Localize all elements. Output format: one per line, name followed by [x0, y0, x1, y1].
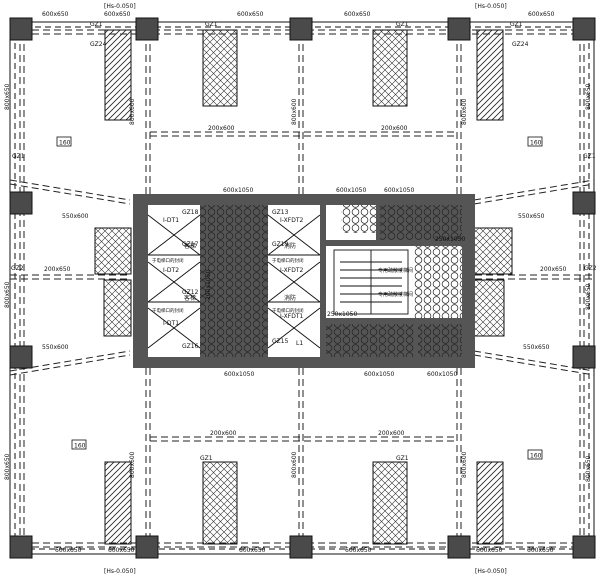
column-tag: GZ1 [200, 455, 213, 462]
column-tag: GZ24 [90, 41, 107, 48]
core-lines [147, 214, 409, 349]
hatched-walls [94, 29, 513, 545]
beam-label: 800x600 [129, 98, 136, 125]
column-tag: GZ1 [396, 21, 409, 28]
beam-label: 600x650 [344, 11, 371, 18]
structural-columns [9, 17, 596, 559]
column-tag: GZ1 [510, 21, 523, 28]
hs-marker-top-right: [Hs-0.050] [475, 3, 507, 10]
beam-label: 800x600 [129, 451, 136, 478]
beam-label: 800x600 [461, 451, 468, 478]
core-door-tag: I-XFDT1 [280, 313, 303, 320]
slab-tag: 160 [74, 443, 86, 450]
core-door-tag: I-XFDT2 [280, 217, 303, 224]
beam-label: 800x600 [461, 98, 468, 125]
beam-label: 600x650 [108, 547, 135, 554]
core-note: 于电梯口的封闭 [272, 307, 304, 314]
beam-label: 200x650 [540, 266, 567, 273]
core-note: 于电梯口的封闭 [152, 307, 184, 314]
hs-marker-bottom-left: [Hs-0.050] [104, 568, 136, 575]
beam-label: 600x1050 [224, 371, 254, 378]
beam-label: 800x650 [4, 281, 11, 308]
beam-label: 600x1050 [364, 371, 394, 378]
beam-label: 800x650 [585, 83, 592, 110]
column-tag: GZ1 [583, 153, 596, 160]
core-door-tag: I-DT1 [163, 217, 179, 224]
beam-label: 600x650 [476, 547, 503, 554]
beam-label: 250x1050 [435, 236, 465, 243]
beam-label: 550x650 [523, 344, 550, 351]
slab-tag: 160 [59, 140, 71, 147]
beam-label: 600x1050 [427, 371, 457, 378]
beam-label: 800x650 [4, 453, 11, 480]
beam-label: 800x650 [4, 83, 11, 110]
core-door-tag: I-DT2 [163, 267, 179, 274]
column-tag: GZ13 [272, 209, 289, 216]
stair-label: 专用疏散楼梯间 [378, 291, 413, 298]
column-tag: GZ2 [11, 265, 24, 272]
beam-label: 600x650 [528, 11, 555, 18]
column-tag: GZ1 [396, 455, 409, 462]
stair-label: 专用疏散楼梯间 [378, 267, 413, 274]
core-lift-label: 客梯 [184, 294, 196, 302]
core-lift-label: 消防 [284, 242, 296, 250]
column-tag: GZ12 [182, 289, 199, 296]
beam-label: 600x1050 [223, 187, 253, 194]
beam-label: 600x650 [237, 11, 264, 18]
beam-label: 200x1050 [205, 270, 212, 300]
beam-label: 200x600 [208, 125, 235, 132]
beam-label: 200x600 [210, 430, 237, 437]
beam-label: 200x600 [378, 430, 405, 437]
slab-tag-boxes [56, 136, 543, 460]
column-tag: GZ19 [272, 241, 289, 248]
column-tag: GZ1 [205, 21, 218, 28]
column-tag: GZ17 [182, 241, 199, 248]
column-tag: GZ16 [182, 343, 199, 350]
beam-label: 600x650 [239, 547, 266, 554]
column-tag: GZ24 [512, 41, 529, 48]
beam-label: 550x650 [518, 213, 545, 220]
beam-label: 800x600 [291, 451, 298, 478]
core-note: 于电梯口的封闭 [272, 257, 304, 264]
beam-label: 800x650 [585, 283, 592, 310]
beam-label: 200x650 [44, 266, 71, 273]
column-tag: GZ15 [272, 338, 289, 345]
beam-label: 600x1050 [384, 187, 414, 194]
core-door-tag: I-DT1 [163, 320, 179, 327]
beam-label: 600x650 [527, 547, 554, 554]
column-tag: GZ2 [584, 265, 597, 272]
hs-marker-bottom-right: [Hs-0.050] [475, 568, 507, 575]
beam-label: 600x650 [55, 547, 82, 554]
beam-label: 600x650 [42, 11, 69, 18]
slab-tag: 160 [530, 453, 542, 460]
core-lift-label: 客梯 [184, 242, 196, 250]
hs-marker-top-left: [Hs-0.050] [104, 3, 136, 10]
core-note: 于电梯口的封闭 [152, 257, 184, 264]
beam-label: 200x600 [381, 125, 408, 132]
beam-label: 600x650 [104, 11, 131, 18]
column-tag: GZ1 [12, 153, 25, 160]
beam-label: 600x1050 [336, 187, 366, 194]
core-door-tag: I-XFDT2 [280, 267, 303, 274]
beam-label: 800x650 [585, 455, 592, 482]
grid-beams [9, 22, 595, 554]
core-walls [133, 194, 475, 368]
column-tag: GZ1 [90, 21, 103, 28]
core-l1-label: L1 [296, 340, 303, 347]
column-tag: GZ18 [182, 209, 199, 216]
beam-label: 600x650 [345, 547, 372, 554]
beam-label: 250x1050 [327, 311, 357, 318]
slab-tag: 160 [530, 140, 542, 147]
beam-label: 550x600 [62, 213, 89, 220]
beam-label: 800x600 [291, 98, 298, 125]
beam-label: 550x600 [42, 344, 69, 351]
core-lift-label: 消防 [284, 294, 296, 302]
